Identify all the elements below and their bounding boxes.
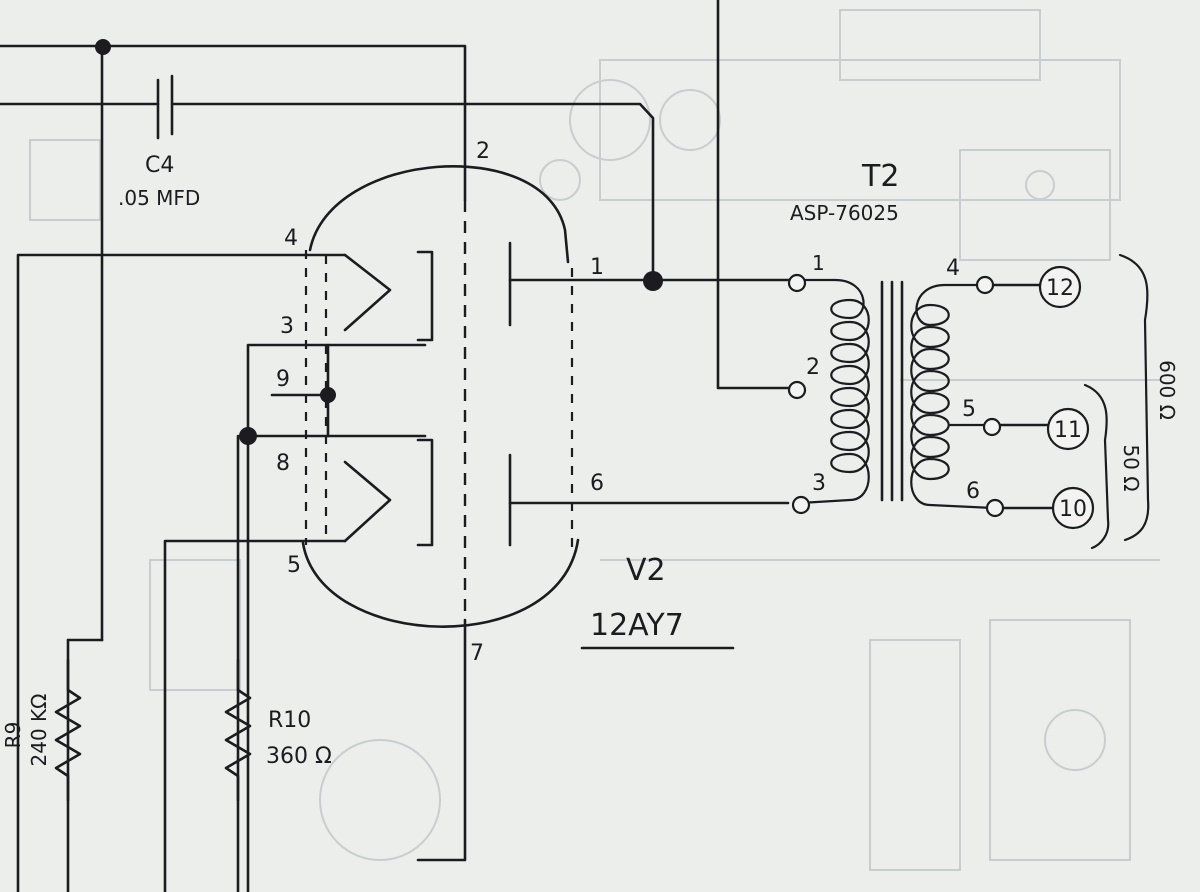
tube-ref-label: V2 — [626, 553, 666, 588]
tube-pin-5: 5 — [287, 553, 301, 578]
junction-dots — [95, 39, 663, 445]
terminal-12 — [1038, 265, 1082, 309]
primary-pin-1: 1 — [812, 251, 825, 275]
primary-pin-2: 2 — [806, 355, 820, 380]
wire-top-bus — [0, 44, 467, 202]
tube-type-label: 12AY7 — [590, 608, 684, 643]
capacitor-c4-symbol — [156, 74, 174, 140]
c4-value-label: .05 MFD — [118, 186, 200, 210]
primary-pin-3: 3 — [812, 471, 826, 496]
terminal-11 — [1046, 407, 1090, 451]
wire-ground-return — [416, 618, 467, 862]
tube-pin-1: 1 — [590, 255, 604, 280]
secondary-pin-6: 6 — [966, 479, 980, 504]
terminal-12-label: 12 — [1046, 276, 1074, 301]
tube-pin-4: 4 — [284, 226, 298, 251]
tube-pin-7: 7 — [470, 641, 484, 666]
tube-v2-envelope — [301, 165, 580, 628]
tube-pin-9: 9 — [276, 367, 290, 392]
impedance-600-label: 600 Ω — [1155, 360, 1179, 420]
tube-pin-8: 8 — [276, 451, 290, 476]
wire-c4-out — [170, 102, 655, 282]
resistor-r10-symbol — [224, 658, 252, 802]
secondary-pin-4: 4 — [946, 256, 960, 281]
transformer-pin-terminals — [787, 273, 1005, 518]
transformer-part-label: ASP-76025 — [790, 201, 899, 225]
wire-b-plus — [716, 0, 792, 390]
tube-pin-6: 6 — [590, 471, 604, 496]
secondary-pin-5: 5 — [962, 397, 976, 422]
terminal-11-label: 11 — [1054, 418, 1082, 443]
impedance-50-label: 50 Ω — [1119, 444, 1143, 491]
r9-value-label: 240 KΩ — [27, 694, 51, 767]
c4-ref-label: C4 — [145, 153, 174, 178]
r10-ref-label: R10 — [268, 708, 311, 733]
tube-pin-2: 2 — [476, 139, 490, 164]
output-terminals — [1038, 265, 1095, 530]
wire-grid-bottom — [163, 539, 347, 892]
resistor-r9-symbol — [54, 658, 82, 802]
bleed-through-graphics — [29, 9, 1160, 871]
transformer-ref-label: T2 — [861, 159, 899, 194]
terminal-10 — [1051, 486, 1095, 530]
terminal-10-label: 10 — [1059, 497, 1087, 522]
r10-value-label: 360 Ω — [266, 744, 332, 769]
tube-pin-3: 3 — [280, 314, 294, 339]
transformer-t2-symbol — [796, 253, 1150, 550]
wire-cathode-bus — [246, 343, 427, 892]
wire-grid-top — [16, 253, 347, 892]
r9-ref-label: R9 — [1, 722, 25, 749]
